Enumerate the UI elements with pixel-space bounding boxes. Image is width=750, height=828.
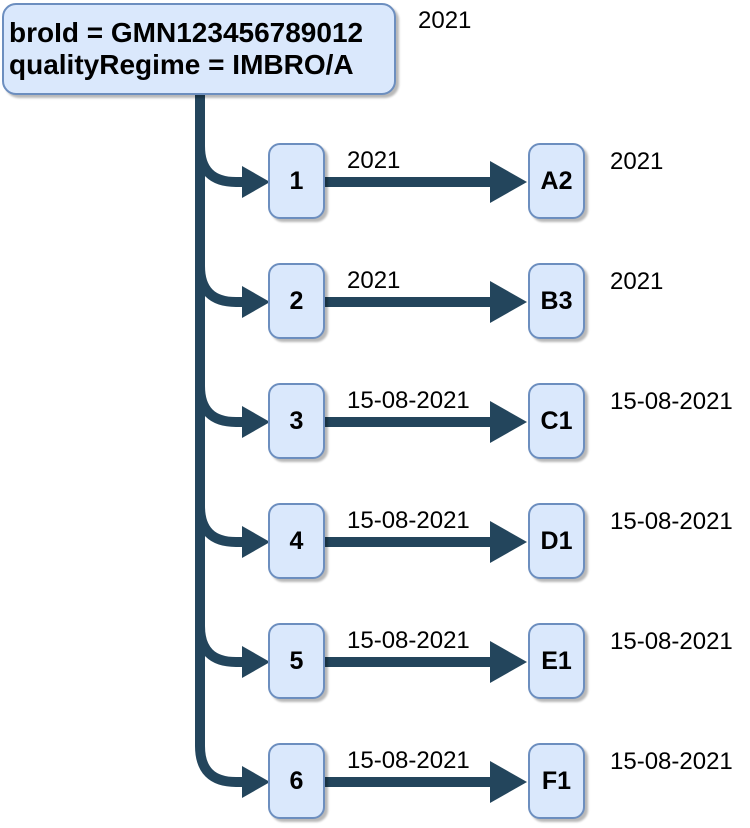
target-node-label: D1	[540, 526, 573, 555]
target-node: E1	[528, 623, 585, 699]
version-node: 3	[268, 383, 325, 459]
branch-connector	[195, 625, 242, 667]
target-node-label: E1	[541, 646, 572, 675]
branch-connector	[195, 385, 242, 427]
arrowhead-icon	[490, 401, 527, 443]
root-node: broId = GMN123456789012 qualityRegime = …	[2, 3, 396, 95]
edge-date-label: 2021	[347, 147, 401, 174]
target-node-label: C1	[540, 406, 573, 435]
trunk-connector	[195, 95, 242, 787]
version-node-label: 6	[289, 766, 304, 795]
branch-connector	[195, 265, 242, 307]
target-node: B3	[528, 263, 585, 339]
edge-date-label: 15-08-2021	[347, 387, 470, 414]
arrowhead-icon	[490, 161, 527, 203]
target-date-label: 15-08-2021	[610, 628, 733, 655]
arrowhead-icon	[490, 521, 527, 563]
version-node-label: 5	[289, 646, 304, 675]
root-year-label: 2021	[418, 7, 472, 34]
target-node: C1	[528, 383, 585, 459]
target-node-label: B3	[540, 286, 573, 315]
arrowhead-icon	[242, 526, 270, 558]
target-node: F1	[528, 743, 585, 819]
edge-date-label: 15-08-2021	[347, 747, 470, 774]
arrowhead-icon	[490, 761, 527, 803]
arrowhead-icon	[242, 766, 270, 798]
arrowhead-icon	[242, 166, 270, 198]
root-id-line: broId = GMN123456789012	[9, 17, 364, 48]
arrowhead-icon	[490, 281, 527, 323]
version-node: 4	[268, 503, 325, 579]
version-node-label: 3	[289, 406, 304, 435]
version-node: 1	[268, 143, 325, 219]
version-node: 5	[268, 623, 325, 699]
version-node-label: 4	[289, 526, 304, 555]
edge-date-label: 15-08-2021	[347, 627, 470, 654]
target-node: A2	[528, 143, 585, 219]
version-node: 6	[268, 743, 325, 819]
target-date-label: 2021	[610, 268, 664, 295]
target-node-label: A2	[540, 166, 573, 195]
target-date-label: 15-08-2021	[610, 748, 733, 775]
arrowhead-icon	[242, 286, 270, 318]
target-date-label: 15-08-2021	[610, 388, 733, 415]
arrowhead-icon	[490, 641, 527, 683]
target-node: D1	[528, 503, 585, 579]
root-quality-line: qualityRegime = IMBRO/A	[9, 49, 354, 80]
edge-date-label: 2021	[347, 267, 401, 294]
target-node-label: F1	[541, 766, 572, 795]
version-node: 2	[268, 263, 325, 339]
version-node-label: 1	[289, 166, 304, 195]
version-node-label: 2	[289, 286, 304, 315]
arrowhead-icon	[242, 406, 270, 438]
target-date-label: 2021	[610, 148, 664, 175]
branch-connector	[195, 505, 242, 547]
edge-date-label: 15-08-2021	[347, 507, 470, 534]
target-date-label: 15-08-2021	[610, 508, 733, 535]
branch-connector	[195, 145, 242, 187]
arrowhead-icon	[242, 646, 270, 678]
